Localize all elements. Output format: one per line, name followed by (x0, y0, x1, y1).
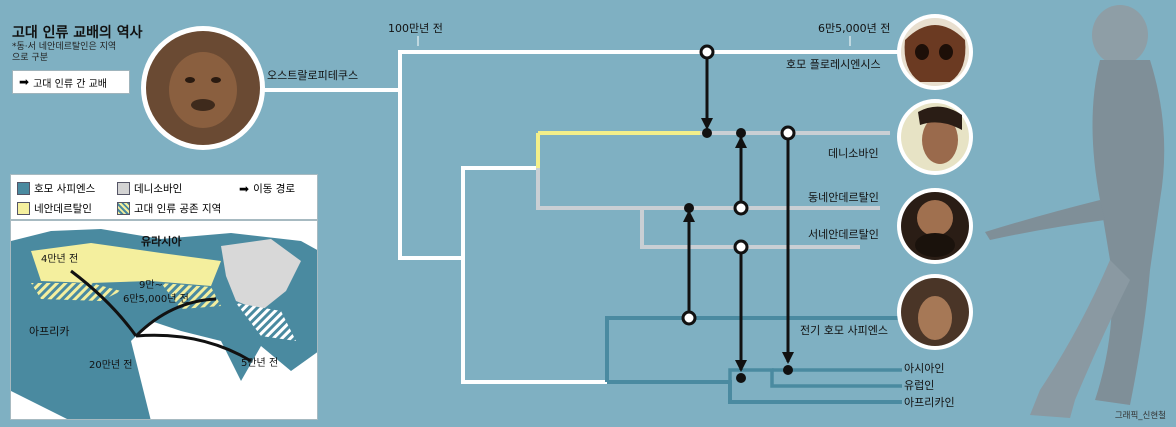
time-100: 100만년 전 (388, 22, 443, 35)
map-40k: 4만년 전 (41, 254, 79, 265)
label-austral: 오스트랄로피테쿠스 (267, 69, 359, 82)
label-east-nean: 동네안데르탈인 (808, 191, 879, 204)
map-65k: 6만5,000년 전 (123, 294, 189, 305)
map-africa: 아프리카 (29, 325, 70, 338)
page-title: 고대 인류 교배의 역사 (12, 25, 143, 41)
interbreed-legend: ➡ 고대 인류 간 교배 (12, 70, 130, 94)
label-west-nean: 서네안데르탈인 (808, 228, 879, 241)
portrait-floresiensis (897, 14, 973, 90)
label-asian: 아시아인 (904, 362, 945, 375)
interbreed-legend-label: 고대 인류 간 교배 (33, 78, 107, 90)
map-key: 호모 사피엔스 데니소바인 ➡이동 경로 네안데르탈인 고대 인류 공존 지역 (10, 174, 318, 220)
map-200k: 20만년 전 (89, 360, 133, 371)
key-denisovan: 데니소바인 (117, 181, 182, 196)
label-floresiensis: 호모 플로레시엔시스 (786, 58, 881, 71)
label-early-sapiens: 전기 호모 사피엔스 (800, 324, 888, 337)
key-sapiens: 호모 사피엔스 (17, 181, 95, 196)
arrow-right-icon: ➡ (239, 181, 250, 196)
migration-map: 유라시아 아프리카 4만년 전 9만~ 6만5,000년 전 20만년 전 5만… (10, 220, 318, 420)
portrait-neanderthal (897, 188, 973, 264)
portrait-denisovan (897, 99, 973, 175)
map-50k: 5만년 전 (241, 358, 279, 369)
label-european: 유럽인 (904, 379, 935, 392)
map-eurasia: 유라시아 (141, 235, 182, 248)
label-denisovan: 데니소바인 (828, 147, 879, 160)
map-90k: 9만~ (139, 280, 163, 291)
key-coexist: 고대 인류 공존 지역 (117, 201, 221, 216)
portrait-austral (141, 26, 265, 150)
arrow-right-icon: ➡ (19, 75, 30, 89)
portrait-early-sapiens (897, 274, 973, 350)
key-migration: ➡이동 경로 (239, 181, 296, 196)
credit: 그래픽_신현철 (1114, 411, 1166, 421)
label-african: 아프리카인 (904, 396, 955, 409)
hominid-figure (985, 5, 1165, 418)
key-neanderthal: 네안데르탈인 (17, 201, 92, 216)
footnote: *동·서 네안데르탈인은 지역으로 구분 (12, 42, 117, 63)
map-graphic (11, 229, 317, 419)
time-65: 6만5,000년 전 (818, 22, 891, 35)
